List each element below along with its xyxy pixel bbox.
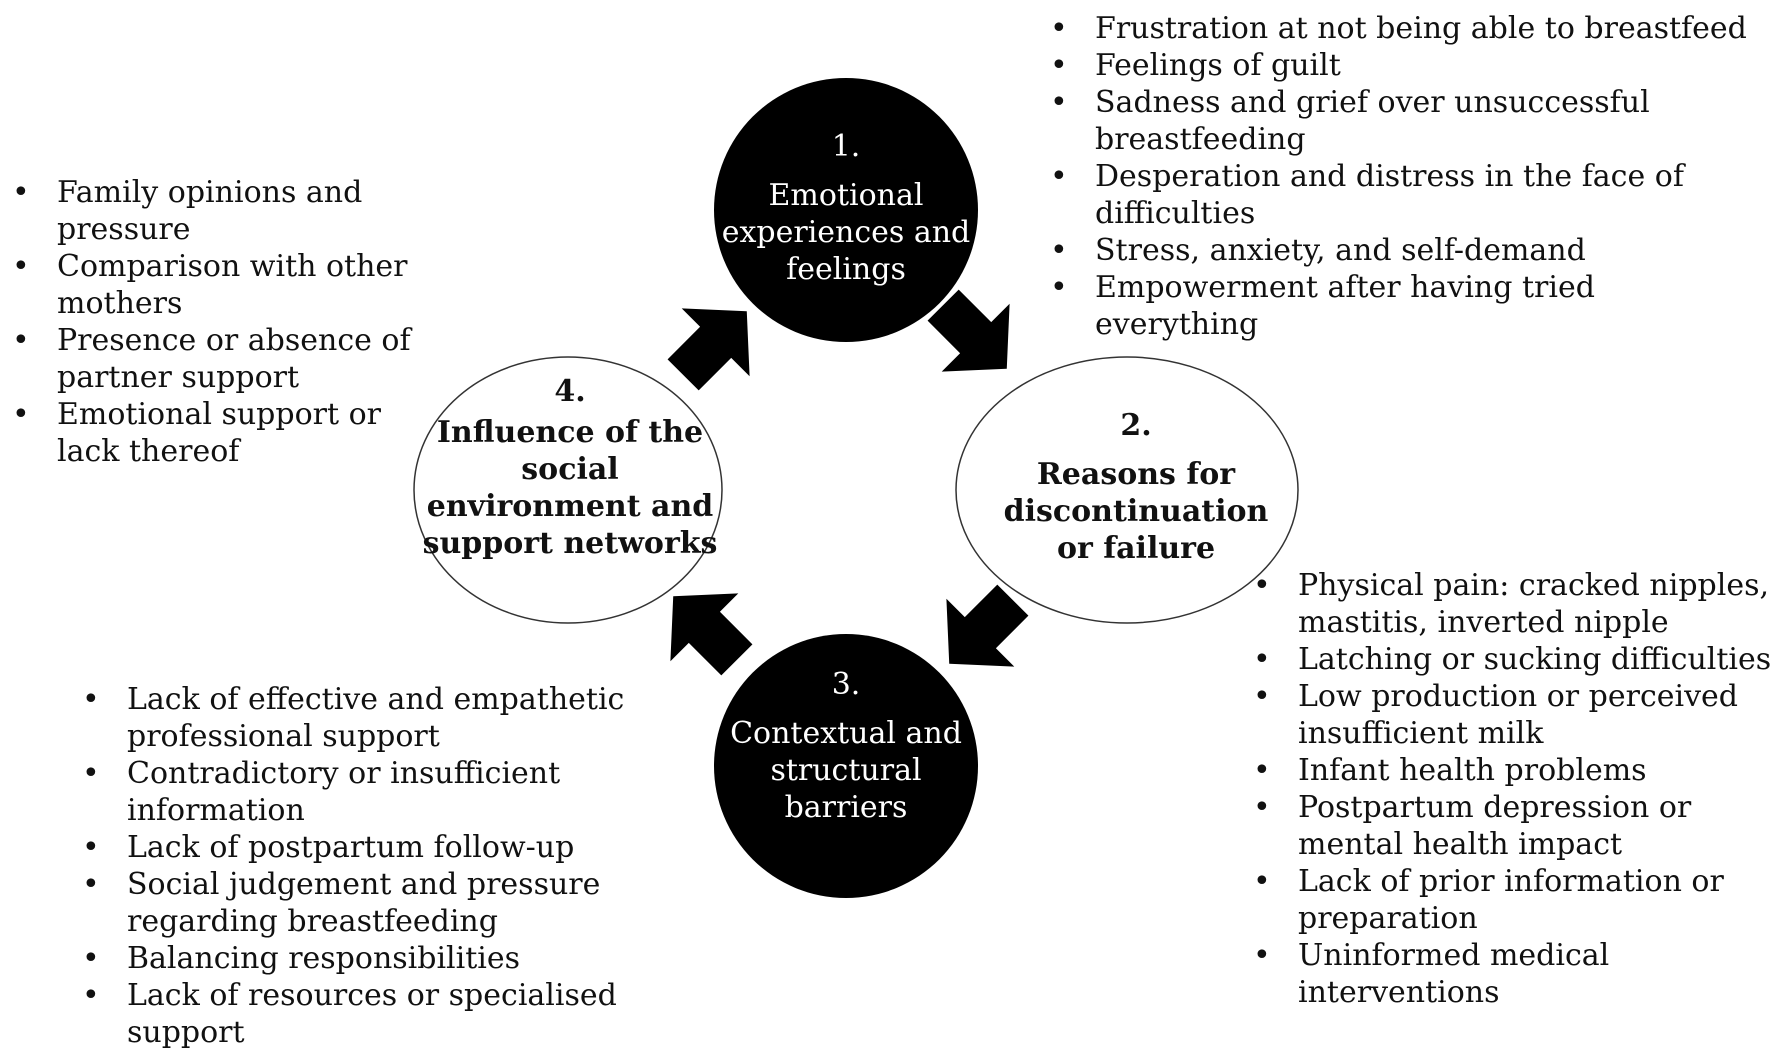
emotional-experiences-list: Frustration at not being able to breastf… [1050, 10, 1750, 343]
list-item: Lack of postpartum follow-up [82, 829, 742, 866]
list-item: Lack of effective and empathetic profess… [82, 681, 742, 755]
list-item: Feelings of guilt [1050, 47, 1750, 84]
list-item: Contradictory or insufficient informatio… [82, 755, 742, 829]
list-item: Frustration at not being able to breastf… [1050, 10, 1750, 47]
node-3-title: Contextual and structural barriers [730, 716, 962, 825]
node-1-title: Emotional experiences and feelings [721, 178, 971, 287]
list-item: Social judgement and pressure regarding … [82, 866, 742, 940]
list-item: Empowerment after having tried everythin… [1050, 269, 1750, 343]
node-1-circle [714, 78, 978, 342]
list-item: Lack of prior information or preparation [1253, 863, 1789, 937]
arrow-2-to-3 [946, 584, 1029, 667]
list-item: Stress, anxiety, and self-demand [1050, 232, 1750, 269]
list-item: Uninformed medical interventions [1253, 937, 1789, 1011]
list-item: Low production or perceived insufficient… [1253, 678, 1789, 752]
list-item: Infant health problems [1253, 752, 1789, 789]
list-item: Presence or absence of partner support [12, 322, 432, 396]
barriers-list: Lack of effective and empathetic profess… [82, 681, 742, 1051]
arrow-1-to-2 [927, 289, 1010, 372]
arrow-4-to-1 [667, 308, 750, 391]
reasons-list: Physical pain: cracked nipples, mastitis… [1253, 567, 1789, 1011]
node-1-number: 1. [831, 129, 861, 164]
list-item: Family opinions and pressure [12, 174, 432, 248]
list-item: Latching or sucking difficulties [1253, 641, 1789, 678]
social-environment-list: Family opinions and pressure Comparison … [12, 174, 432, 470]
node-2-label: 2. Reasons for discontinuation or failur… [996, 407, 1276, 567]
node-3-label: 3. Contextual and structural barriers [721, 666, 971, 826]
arrow-3-to-4 [670, 593, 753, 676]
cycle-diagram [413, 78, 1299, 898]
list-item: Desperation and distress in the face of … [1050, 158, 1750, 232]
list-item: Sadness and grief over unsuccessful brea… [1050, 84, 1750, 158]
node-4-number: 4. [554, 374, 586, 409]
node-3-circle [714, 634, 978, 898]
list-item: Balancing responsibilities [82, 940, 742, 977]
list-item: Emotional support or lack thereof [12, 396, 432, 470]
node-4-title: Influence of the social environment and … [422, 415, 718, 561]
list-item: Lack of resources or specialised support [82, 977, 742, 1051]
node-2-number: 2. [1120, 408, 1152, 443]
node-3-number: 3. [831, 667, 861, 702]
list-item: Comparison with other mothers [12, 248, 432, 322]
node-2-ellipse [955, 356, 1299, 624]
list-item: Postpartum depression or mental health i… [1253, 789, 1789, 863]
list-item: Physical pain: cracked nipples, mastitis… [1253, 567, 1789, 641]
node-4-ellipse [413, 356, 723, 624]
node-1-label: 1. Emotional experiences and feelings [721, 128, 971, 288]
node-4-label: 4. Influence of the social environment a… [410, 373, 730, 562]
node-2-title: Reasons for discontinuation or failure [1003, 457, 1269, 566]
